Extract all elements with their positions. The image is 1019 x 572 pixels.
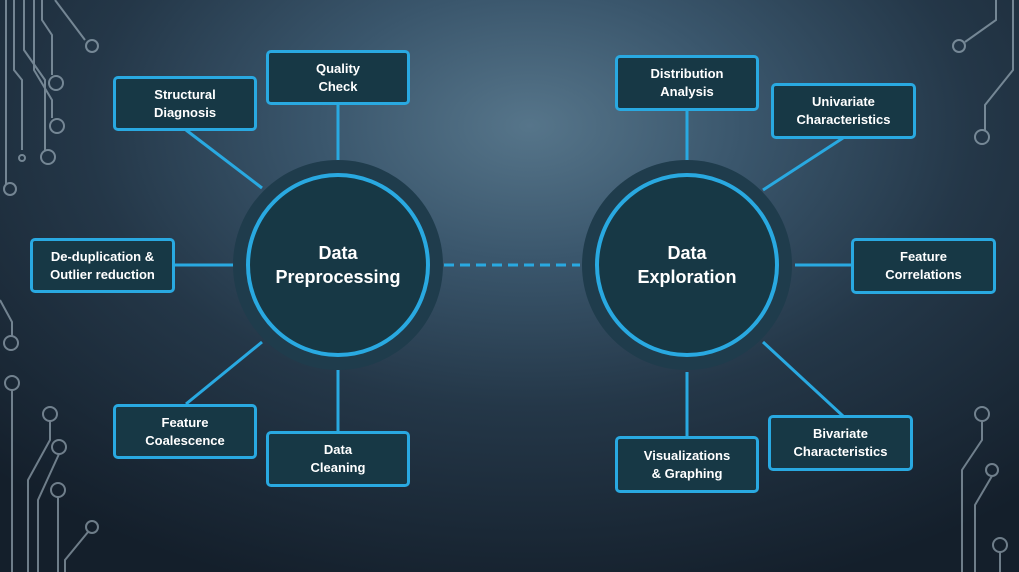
node-bivariate-line2: Characteristics <box>793 444 888 459</box>
node-univariate: Univariate Characteristics <box>771 83 916 139</box>
node-structural-diagnosis-line1: Structural <box>154 86 216 102</box>
node-deduplication-line2: Outlier reduction <box>50 266 155 282</box>
node-data-cleaning-line2: Cleaning <box>310 460 366 475</box>
node-structural-diagnosis: Structural Diagnosis <box>113 76 257 131</box>
node-data-cleaning-line1: Data <box>323 442 353 457</box>
exploration-hub: Data Exploration <box>582 160 792 370</box>
node-quality-check: Quality Check <box>266 50 410 105</box>
node-structural-diagnosis-line2: Diagnosis <box>153 104 217 120</box>
node-bivariate: Bivariate Characteristics <box>768 415 913 471</box>
node-quality-check-line1: Quality <box>315 60 361 76</box>
node-feature-correlations-line2: Correlations <box>885 267 962 282</box>
node-feature-correlations-line1: Feature <box>900 249 947 264</box>
node-visualizations: Visualizations & Graphing <box>615 436 759 493</box>
node-feature-coalescence-line1: Feature <box>161 414 209 430</box>
node-visualizations-line2: & Graphing <box>651 465 723 481</box>
node-quality-check-line2: Check <box>318 78 358 94</box>
exploration-hub-line1: Data <box>667 243 707 263</box>
node-distribution-analysis-line2: Analysis <box>660 84 714 99</box>
node-feature-coalescence: Feature Coalescence <box>113 404 257 459</box>
node-distribution-analysis-line1: Distribution <box>650 66 724 81</box>
node-data-cleaning: Data Cleaning <box>266 431 410 487</box>
exploration-hub-circle: Data Exploration <box>595 173 779 357</box>
node-distribution-analysis: Distribution Analysis <box>615 55 759 111</box>
node-univariate-line1: Univariate <box>812 94 875 109</box>
node-deduplication: De-duplication & Outlier reduction <box>30 238 175 293</box>
node-feature-correlations: Feature Correlations <box>851 238 996 294</box>
preprocessing-hub-line1: Data <box>318 243 358 263</box>
preprocessing-hub: Data Preprocessing <box>233 160 443 370</box>
exploration-hub-line2: Exploration <box>637 267 737 287</box>
node-feature-coalescence-line2: Coalescence <box>145 432 225 448</box>
preprocessing-hub-circle: Data Preprocessing <box>246 173 430 357</box>
node-bivariate-line1: Bivariate <box>813 426 868 441</box>
node-visualizations-line1: Visualizations <box>643 447 731 463</box>
node-deduplication-line1: De-duplication & <box>50 248 155 264</box>
node-univariate-line2: Characteristics <box>796 112 891 127</box>
preprocessing-hub-line2: Preprocessing <box>275 267 401 287</box>
connector-lines <box>174 104 853 438</box>
